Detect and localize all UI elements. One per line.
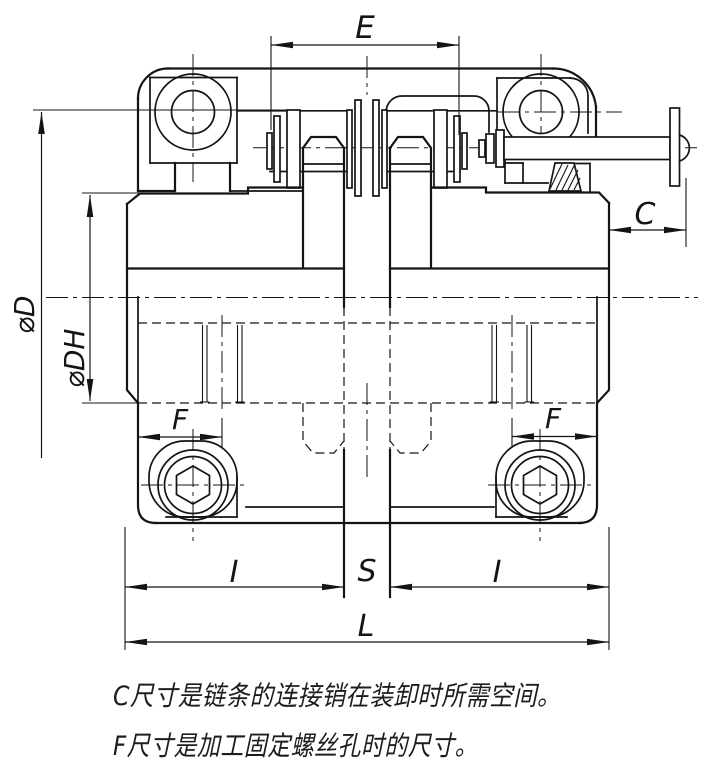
dim-label-f-left: F [172, 403, 189, 436]
dim-label-e: E [355, 10, 375, 46]
note-line-2: F尺寸是加工固定螺丝孔时的尺寸。 [113, 731, 478, 762]
chain-assembly [136, 67, 691, 270]
dim-l: L [125, 609, 609, 646]
dim-label-i-left: I [230, 555, 239, 590]
dim-label-f-right: F [545, 402, 562, 435]
dim-label-phi-d: ⌀D [8, 296, 41, 334]
dim-i-left: I [124, 527, 344, 650]
pin-hole-right [518, 89, 564, 135]
pin-hole-left [170, 89, 216, 135]
chain-links-middle [236, 99, 498, 197]
pin-cap [678, 133, 691, 163]
coupling-body [125, 146, 611, 599]
dim-f-left: F [138, 403, 223, 447]
dim-f-right: F [511, 402, 597, 447]
hex-socket-right [522, 465, 558, 505]
hidden-screw-holes [200, 325, 534, 403]
centerlines [46, 54, 698, 541]
chain-plate-left [136, 73, 304, 193]
sprocket-teeth [301, 135, 433, 270]
dim-e: E [270, 10, 460, 135]
dim-label-c: C [635, 197, 656, 232]
connecting-pin [478, 107, 691, 187]
dim-c: C [609, 178, 687, 247]
dim-label-i-right: I [493, 555, 502, 590]
hex-screw-right [495, 440, 585, 521]
dim-label-phi-dh: ⌀DH [58, 329, 91, 388]
note-line-1: C尺寸是链条的连接销在装卸时所需空间。 [113, 681, 561, 712]
hatching [549, 163, 581, 191]
hex-socket-left [175, 465, 211, 505]
tooth-section [504, 159, 591, 193]
dim-phi-dh: ⌀DH [58, 192, 143, 404]
dim-i-right: I [390, 527, 610, 650]
hidden-bore-lines [138, 322, 597, 454]
pin-flange [669, 107, 681, 187]
notes: C尺寸是链条的连接销在装卸时所需空间。 F尺寸是加工固定螺丝孔时的尺寸。 [113, 681, 561, 762]
roller-circle-left [154, 73, 232, 151]
dim-label-l: L [358, 609, 375, 644]
hex-screw-left [148, 440, 238, 521]
dim-label-s: S [357, 554, 376, 589]
center-sleeve [342, 146, 392, 599]
dimensions: E C ⌀D ⌀DH F F [8, 10, 687, 650]
dim-phi-d: ⌀D [8, 109, 287, 458]
dim-s: S [357, 554, 376, 589]
